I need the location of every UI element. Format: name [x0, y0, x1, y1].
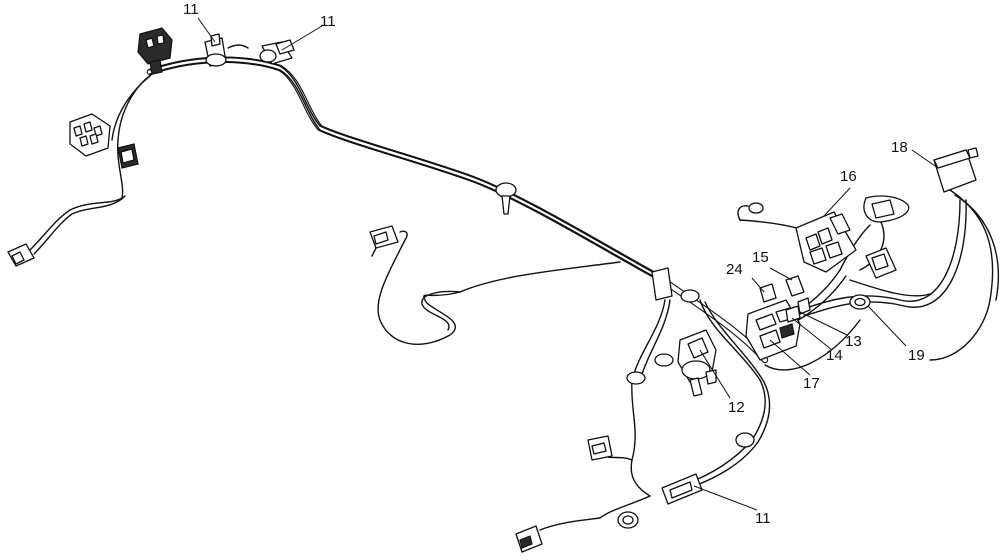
callout-17: 17: [803, 375, 820, 392]
main-trunk: [146, 56, 769, 364]
trunk-clip-center: [651, 267, 700, 303]
ring-terminal-16: [737, 195, 910, 223]
lower-hanging-connector: [587, 435, 613, 461]
connector-15: [785, 275, 805, 297]
lower-grommet-right: [735, 432, 755, 448]
ring-terminal-19: [849, 294, 871, 310]
trunk-grommet: [495, 182, 517, 215]
callout-14: 14: [826, 347, 843, 364]
boot-cap-18: [933, 147, 979, 193]
left-dark-plug: [117, 143, 139, 169]
callout-16: 16: [840, 168, 857, 185]
center-loop-branch: [369, 225, 621, 345]
connector-24: [759, 283, 777, 303]
callout-15: 15: [752, 249, 769, 266]
callouts: 11 11 11 12 13 14 15 16 17 18 19 24: [183, 1, 925, 527]
relay-assembly-12: [626, 329, 717, 397]
top-left-dark-connector: [137, 27, 173, 75]
leader-lines: [197, 17, 939, 511]
callout-13: 13: [845, 333, 862, 350]
callout-11-bottom: 11: [755, 510, 771, 527]
callout-24: 24: [726, 261, 743, 278]
top-clip-b: [259, 39, 295, 65]
callout-19: 19: [908, 347, 925, 364]
lower-inline-connector: [661, 473, 703, 505]
right-connector: [865, 247, 897, 279]
callout-18: 18: [891, 139, 908, 156]
connector-block-16: [795, 211, 857, 273]
lower-grommet-bottom: [617, 511, 639, 529]
top-clip-a: [204, 33, 249, 67]
left-multipin-connector: [69, 113, 111, 157]
terminals-13-14: [785, 297, 811, 323]
bottom-small-plug: [515, 525, 543, 553]
far-left-connector: [7, 243, 35, 267]
callout-11-top-left: 11: [183, 1, 199, 18]
callout-11-top-right: 11: [320, 13, 336, 30]
callout-12: 12: [728, 399, 745, 416]
